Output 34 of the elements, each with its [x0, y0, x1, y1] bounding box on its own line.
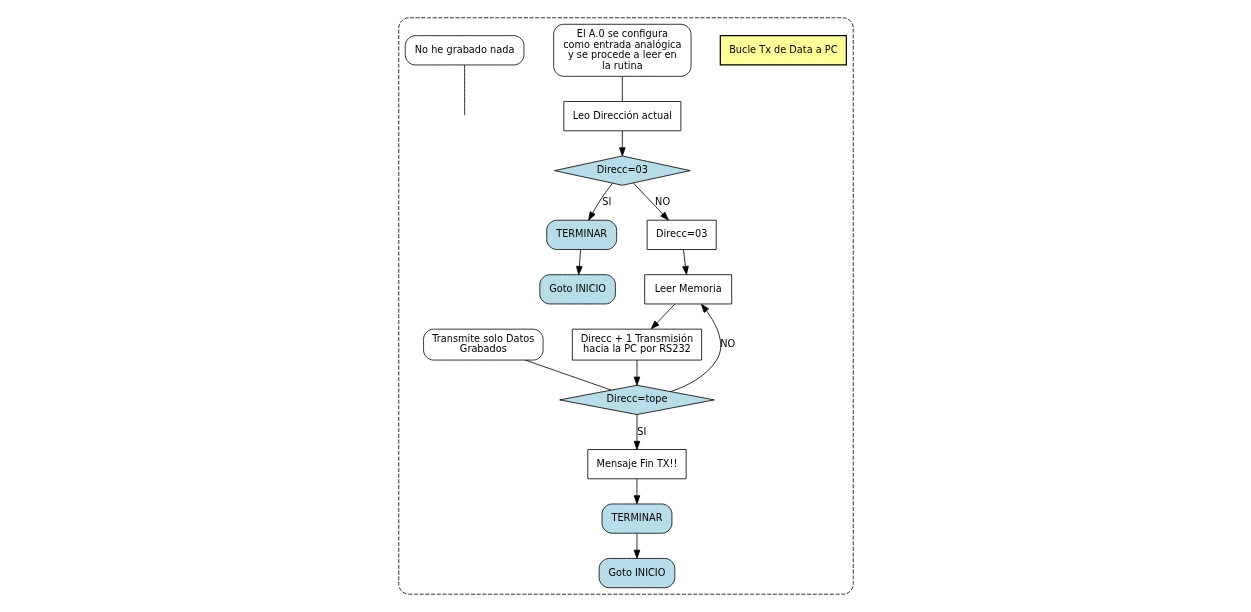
- arrow: [650, 303, 675, 330]
- arrow: [633, 478, 640, 505]
- node-box: Leo Dirección actual: [562, 101, 681, 132]
- arrow: [575, 249, 583, 275]
- arrow: [618, 130, 626, 157]
- node-diamond: Direcc=tope: [558, 384, 715, 415]
- edge-label: NO: [719, 338, 735, 350]
- connector: [463, 64, 465, 116]
- node-box: TERMINAR: [601, 503, 672, 534]
- node-box: Direcc=03: [646, 219, 717, 250]
- arrow: [587, 182, 613, 221]
- connector: [524, 359, 612, 391]
- node-box: Direcc + 1 Transmisión hacia la PC por RS232: [571, 328, 702, 361]
- arrow: [633, 359, 640, 386]
- node-box: TERMINAR: [545, 219, 617, 250]
- node-box: El A.0 se configura como entrada analógica y se procede a leer en la rutina: [552, 23, 691, 77]
- arrow: [633, 532, 640, 559]
- arrow: [632, 182, 669, 221]
- node-box: Goto INICIO: [598, 558, 675, 589]
- edge-label: SI: [601, 196, 611, 208]
- edge-label: NO: [654, 196, 670, 208]
- node-box: Mensaje Fin TX!!: [586, 449, 687, 480]
- node-box: Bucle Tx de Data a PC: [719, 35, 847, 66]
- node-box: Goto INICIO: [538, 274, 616, 305]
- connector: [621, 76, 623, 102]
- cluster: [397, 17, 854, 595]
- edge-label: SI: [636, 425, 646, 437]
- node-box: No he grabado nada: [404, 35, 524, 66]
- node-box: Transmite solo Datos Grabados: [422, 328, 543, 361]
- node-box: Leer Memoria: [643, 274, 732, 305]
- arrow: [681, 249, 689, 275]
- node-diamond: Direcc=03: [553, 155, 691, 186]
- arrow: [633, 414, 640, 450]
- arrow: [669, 303, 721, 392]
